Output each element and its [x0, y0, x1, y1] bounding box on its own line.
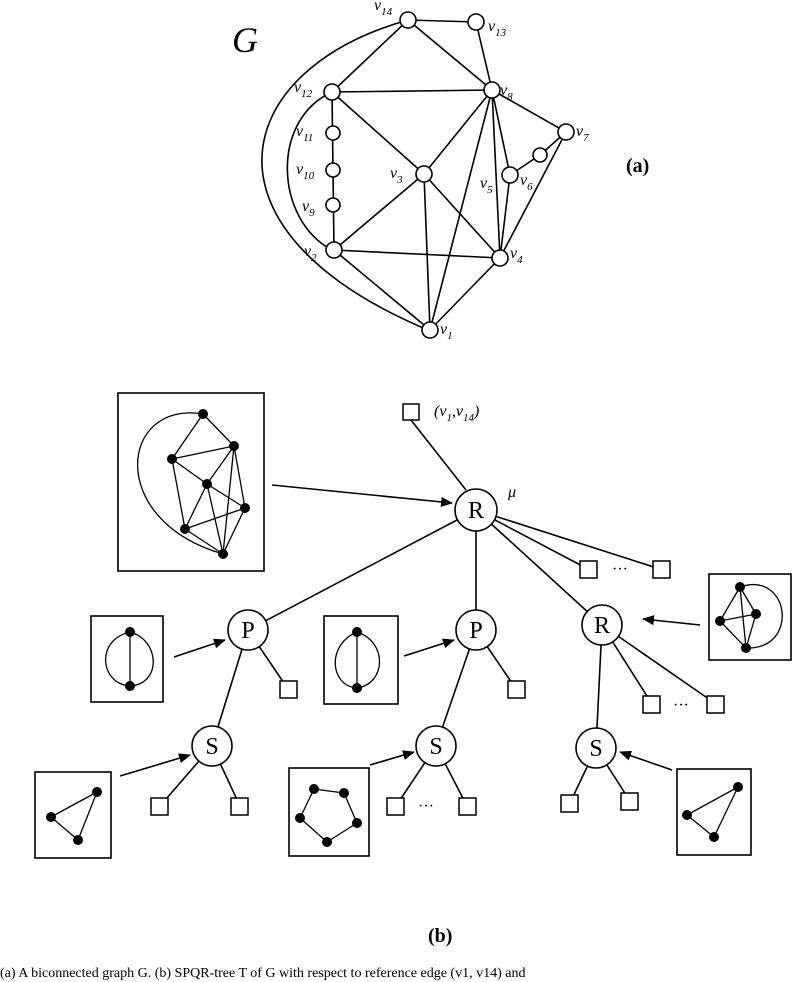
q-node	[579, 560, 598, 579]
skeleton-s2	[288, 767, 370, 857]
q-nodes	[150, 403, 725, 816]
figure-caption: (a) A biconnected graph G. (b) SPQR-tree…	[0, 966, 526, 981]
vertex-v14	[399, 11, 417, 29]
tree-node-s3-label: S	[589, 736, 602, 762]
root-edge-label: (v1,v14)	[434, 403, 479, 424]
vertex-v2	[325, 241, 343, 259]
tree-node-r2	[581, 604, 623, 646]
vertex-v8	[483, 81, 501, 99]
tree-node-p2-label: P	[469, 618, 482, 644]
tree-node-p1	[227, 609, 269, 651]
q-node	[458, 797, 477, 816]
spqr-tree: ··· ··· ··· (v1,v14) R μ P P R S S S	[34, 392, 792, 947]
label-v2: v2	[304, 243, 317, 264]
ellipsis: ···	[612, 561, 628, 578]
graph-name: G	[232, 20, 258, 60]
vertex-v3	[415, 165, 433, 183]
label-v11: v11	[296, 123, 313, 144]
vertex-v13	[467, 13, 485, 31]
label-v5: v5	[480, 175, 493, 196]
ellipsis: ···	[418, 798, 434, 815]
tree-node-s1	[191, 725, 233, 767]
label-v14: v14	[374, 0, 393, 18]
q-node	[507, 680, 526, 699]
vertex-v10	[325, 162, 341, 178]
vertex-v9	[325, 197, 341, 213]
vertex-v1	[421, 321, 439, 339]
label-v8: v8	[500, 82, 513, 103]
label-v6: v6	[520, 172, 533, 193]
label-v7: v7	[576, 123, 589, 144]
skeleton-p2	[323, 615, 399, 705]
tree-node-s2-label: S	[429, 734, 442, 760]
tree-node-s1-label: S	[205, 734, 218, 760]
q-node	[279, 680, 298, 699]
vertex-v7	[557, 123, 575, 141]
ellipsis: ···	[673, 697, 689, 714]
tree-node-p2	[455, 609, 497, 651]
label-v4: v4	[510, 245, 523, 266]
q-node	[560, 794, 579, 813]
graph-g: G	[232, 0, 649, 342]
panel-label-a: (a)	[626, 155, 649, 177]
graph-vertices	[323, 11, 575, 339]
tree-node-root	[454, 488, 498, 532]
q-node-root-edge	[402, 403, 420, 421]
label-v13: v13	[488, 18, 507, 39]
q-node	[150, 797, 169, 816]
label-v3: v3	[390, 165, 403, 186]
q-node	[230, 797, 249, 816]
mu-label: μ	[507, 484, 516, 501]
skeleton-r2	[708, 573, 792, 661]
label-v9: v9	[302, 198, 315, 219]
tree-node-s3	[575, 727, 617, 769]
skeleton-s3	[676, 768, 752, 856]
label-v10: v10	[296, 161, 315, 182]
vertex-v4	[491, 249, 509, 267]
skeleton-s1	[34, 771, 112, 859]
vertex-v12	[323, 83, 341, 101]
tree-node-s2	[415, 725, 457, 767]
skeleton-arrows	[119, 484, 701, 777]
q-node	[706, 695, 725, 714]
tree-node-root-label: R	[468, 498, 484, 524]
skeleton-r-root	[117, 392, 265, 572]
vertex-v11	[325, 125, 341, 141]
label-v1: v1	[440, 321, 453, 342]
panel-label-b: (b)	[428, 925, 452, 947]
vertex-labels: v14 v13 v12 v8 v7 v6 v5 v11 v10 v9 v3 v2…	[294, 0, 589, 342]
tree-node-p1-label: P	[241, 618, 254, 644]
tree-node-r2-label: R	[594, 613, 610, 639]
vertex-v6	[532, 147, 548, 163]
graph-edges	[261, 19, 567, 331]
skeleton-p1	[90, 615, 164, 703]
q-node	[642, 695, 661, 714]
tree-nodes: R μ P P R S S S	[191, 484, 623, 769]
q-node	[652, 560, 671, 579]
label-v12: v12	[294, 79, 313, 100]
q-node	[620, 792, 639, 811]
vertex-v5	[501, 166, 519, 184]
q-node	[386, 797, 405, 816]
